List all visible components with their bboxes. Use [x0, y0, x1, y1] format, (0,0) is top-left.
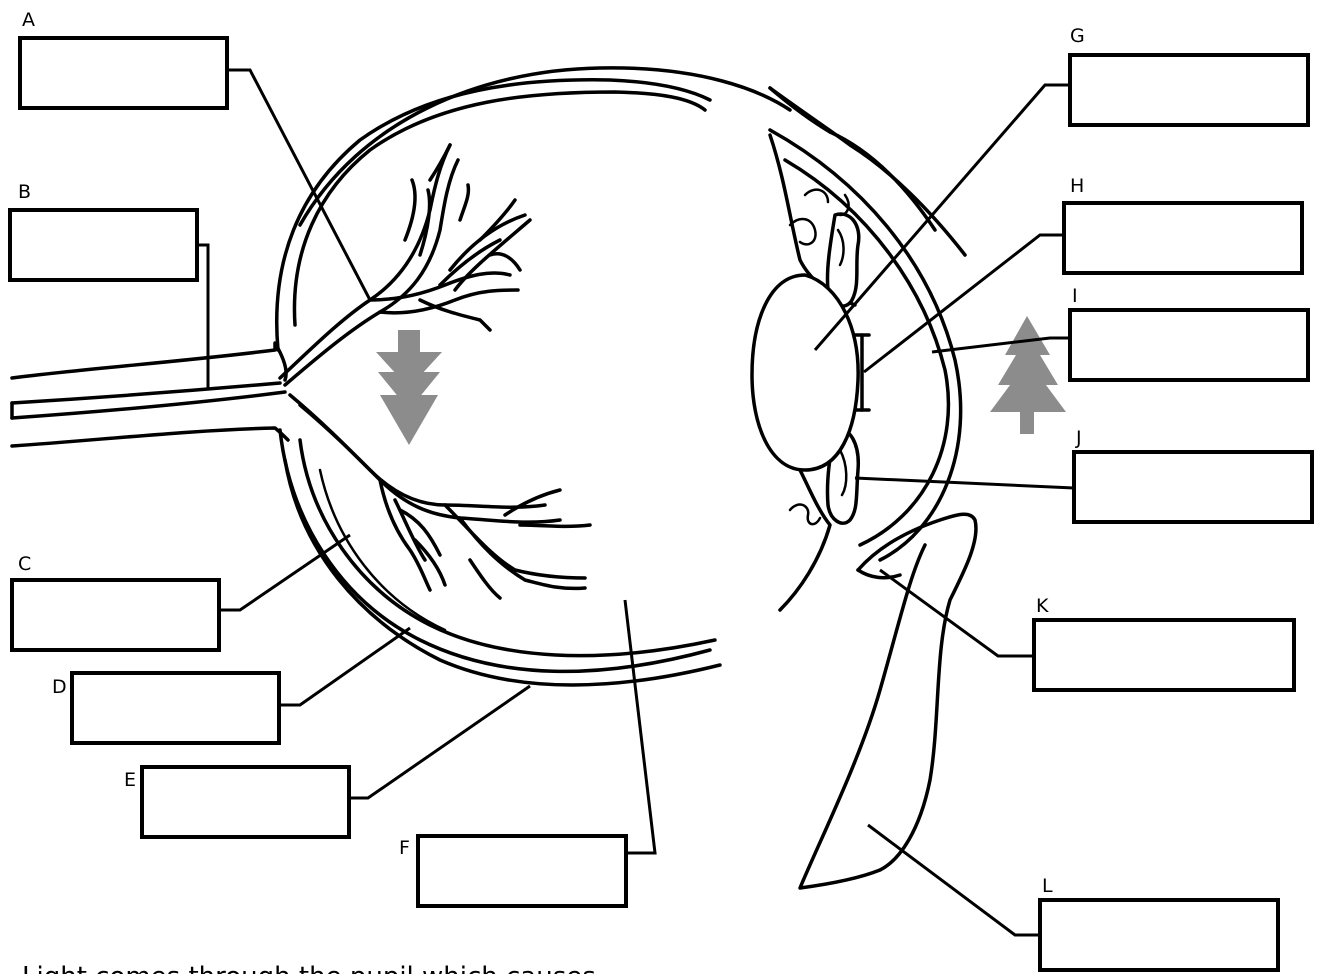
answer-box-d[interactable]: [70, 671, 281, 745]
answer-box-f[interactable]: [416, 834, 628, 908]
label-group-k: K: [879, 568, 1296, 692]
leader-line-e: [349, 684, 531, 800]
label-letter-d: D: [52, 676, 67, 698]
label-group-a: A: [18, 9, 372, 301]
label-letter-a: A: [22, 9, 35, 31]
leader-line-k: [879, 568, 1034, 658]
answer-box-a[interactable]: [18, 36, 229, 110]
answer-box-l[interactable]: [1038, 898, 1280, 972]
answer-box-c[interactable]: [10, 578, 221, 652]
cornea: [768, 128, 963, 562]
pupil-marker: [853, 333, 871, 412]
tree-icon: [990, 316, 1066, 434]
label-group-h: H: [863, 175, 1304, 374]
answer-box-g[interactable]: [1068, 53, 1310, 127]
down-arrow-icon: [376, 330, 442, 445]
leader-line-b: [197, 243, 210, 390]
label-group-j: J: [854, 427, 1314, 524]
label-group-b: B: [8, 181, 210, 390]
label-letter-e: E: [124, 769, 136, 791]
label-group-f: F: [399, 599, 657, 908]
lens: [750, 273, 860, 472]
iris-ciliary-top: [768, 133, 861, 308]
label-letter-f: F: [399, 837, 410, 859]
label-letter-i: I: [1072, 285, 1078, 307]
retinal-vessels-upper: [278, 143, 532, 387]
leader-line-g: [813, 83, 1070, 351]
label-letter-h: H: [1070, 175, 1084, 197]
label-group-g: G: [813, 25, 1310, 351]
leader-line-l: [867, 823, 1040, 937]
leader-line-j: [854, 476, 1075, 490]
label-letter-c: C: [18, 553, 31, 575]
leader-line-h: [863, 233, 1064, 374]
leader-line-f: [623, 599, 657, 855]
upper-eyelid: [768, 86, 967, 257]
label-letter-j: J: [1075, 427, 1082, 449]
label-letter-b: B: [18, 181, 31, 203]
label-letter-g: G: [1070, 25, 1085, 47]
answer-box-h[interactable]: [1062, 201, 1304, 275]
label-letter-l: L: [1042, 875, 1053, 897]
answer-box-i[interactable]: [1068, 308, 1310, 382]
label-group-l: L: [867, 823, 1280, 972]
leader-line-a: [227, 68, 372, 301]
leader-line-d: [279, 626, 411, 707]
answer-box-k[interactable]: [1032, 618, 1296, 692]
leader-line-i: [931, 336, 1070, 354]
answer-box-j[interactable]: [1072, 450, 1314, 524]
label-group-e: E: [124, 684, 531, 839]
label-letter-k: K: [1036, 595, 1049, 617]
leader-line-c: [219, 533, 351, 612]
optic-nerve: [10, 341, 290, 448]
retinal-vessels-lower: [288, 393, 592, 600]
lower-eyelid: [798, 512, 978, 890]
label-group-i: I: [931, 285, 1310, 382]
eyeball: [275, 66, 792, 687]
answer-box-b[interactable]: [8, 208, 199, 282]
caption-text: Light comes through the pupil which caus…: [22, 962, 596, 974]
answer-box-e[interactable]: [140, 765, 351, 839]
label-group-c: C: [10, 533, 351, 652]
label-group-d: D: [52, 626, 411, 745]
